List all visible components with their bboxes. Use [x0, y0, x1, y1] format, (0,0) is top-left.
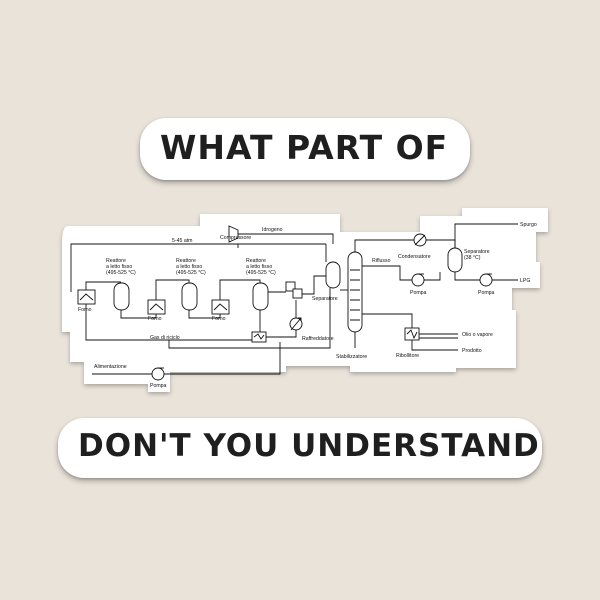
furnace-1-label: Forno — [78, 307, 92, 313]
furnace-3-icon — [211, 299, 230, 315]
recycle-line — [70, 233, 334, 292]
recycle-gas-label: Gas di riciclo — [150, 335, 180, 341]
condenser-label: Condensatore — [398, 254, 431, 260]
purge-label: Spurgo — [520, 222, 537, 228]
reactor-1-label: Reattore a letto fisso (495-525 °C) — [106, 258, 136, 276]
reactor-2-icon — [181, 282, 198, 311]
feed-label: Alimentazione — [94, 364, 127, 370]
reactor-train-piping — [85, 279, 261, 341]
lpg-label: LPG — [520, 278, 530, 284]
separator-2-outlet — [454, 272, 480, 281]
stabilizer-label: Stabilizzatore — [336, 354, 367, 360]
furnace-3-label: Forno — [212, 316, 226, 322]
reactor-3-label: Reattore a letto fisso (495-525 °C) — [246, 258, 276, 276]
feed-pump-icon — [151, 367, 165, 381]
furnace-2-icon — [147, 299, 166, 315]
pressure-label: 5-45 atm — [172, 238, 192, 244]
valve-piping — [268, 275, 326, 295]
separator-2-label: Separatore (38 °C) — [464, 249, 491, 261]
pump-2-icon — [479, 273, 493, 287]
reflux-line — [362, 265, 441, 281]
separator-1-label: Separatore — [312, 296, 338, 302]
cooler-icon — [289, 317, 303, 331]
oil-steam-label: Olio o vapore — [462, 332, 493, 338]
overhead-line — [354, 239, 414, 252]
pump-2-label: Pompa — [478, 290, 495, 296]
furnace-1-icon — [77, 289, 96, 305]
top-sticker — [140, 118, 470, 180]
purge-line — [454, 223, 518, 248]
diagram-sticker — [62, 208, 548, 392]
pump-1-icon — [411, 273, 425, 287]
reflux-label: Riflusso — [372, 258, 391, 264]
compressor-icon — [228, 225, 239, 243]
condenser-icon — [413, 233, 427, 247]
exchanger-outlet — [266, 330, 297, 338]
separator-1-icon — [325, 261, 341, 289]
reactor-2-label: Reattore a letto fisso (495-525 °C) — [176, 258, 206, 276]
headline-top: WHAT PART OF — [160, 128, 449, 167]
products-label: Prodotto — [462, 348, 482, 354]
pump-1-label: Pompa — [410, 290, 427, 296]
heat-exchanger-icon — [251, 331, 267, 343]
headline-bottom: DON'T YOU UNDERSTAND — [78, 428, 540, 464]
feed-to-exchanger-line — [164, 342, 281, 375]
reboiler-icon — [404, 327, 420, 341]
recycle-gas-line — [168, 288, 331, 349]
hydrogen-label: Idrogeno — [262, 227, 283, 233]
reboiler-piping — [354, 313, 458, 351]
reactor-3-icon — [252, 282, 269, 311]
stabilizer-column-icon — [347, 251, 363, 333]
separator-2-icon — [447, 247, 463, 273]
reboiler-label: Ribollitore — [396, 353, 419, 359]
cooler-label: Raffreddatore — [302, 336, 334, 342]
bottom-sticker — [58, 418, 542, 478]
furnace-2-label: Forno — [148, 316, 162, 322]
feed-pump-label: Pompa — [150, 383, 167, 389]
control-valve-icon — [285, 281, 303, 299]
reactor-1-icon — [113, 282, 130, 311]
compressor-label: Compressore — [220, 235, 251, 241]
